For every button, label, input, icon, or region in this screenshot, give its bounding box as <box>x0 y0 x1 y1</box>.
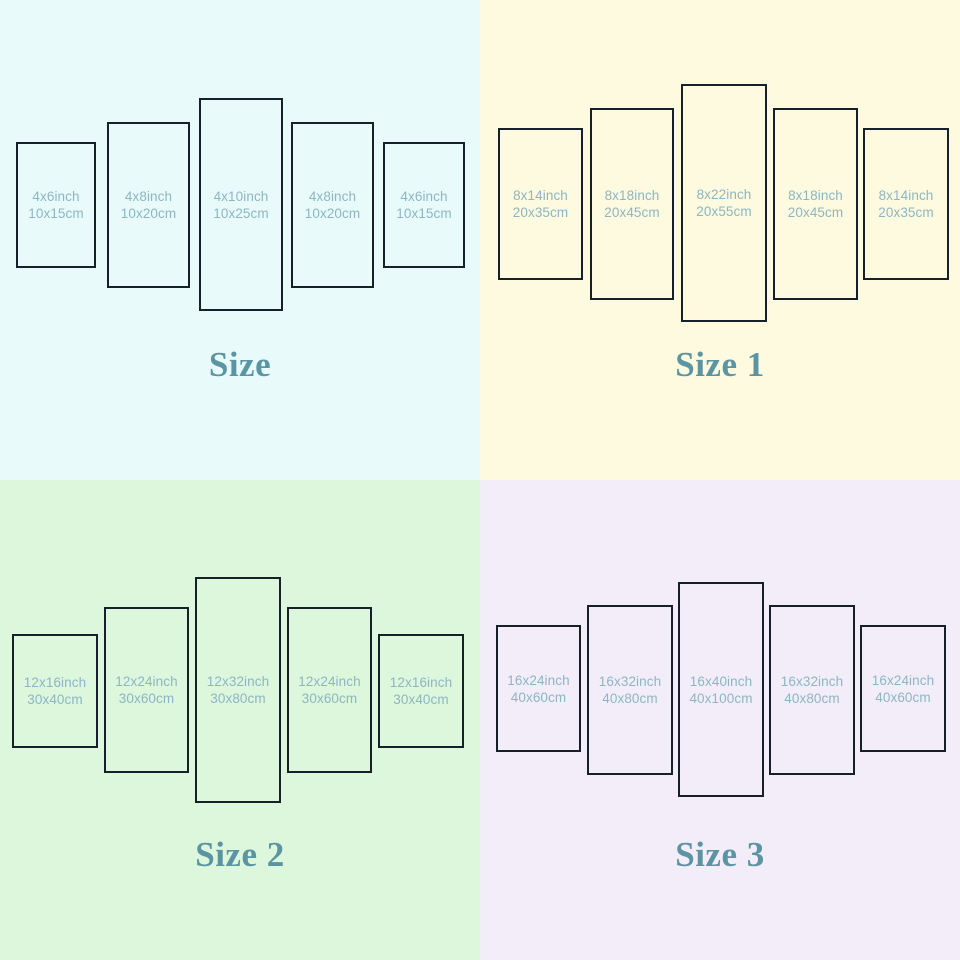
panel-size-cm: 40x80cm <box>784 691 840 706</box>
panel-size-inch: 8x14inch <box>513 188 568 203</box>
panel-size-cm: 10x15cm <box>396 206 452 221</box>
panel-size-label: 8x14inch 20x35cm <box>878 187 933 221</box>
panel-size-cm: 30x40cm <box>393 692 449 707</box>
panel-size-inch: 16x24inch <box>871 672 935 688</box>
quadrant-title-size-2: Size 2 <box>195 835 285 874</box>
quadrant-size-1: 8x14inch 20x35cm 8x18inch 20x45cm 8x22inch 20… <box>480 0 960 480</box>
canvas-panel[interactable]: 8x22inch 20x55cm <box>681 84 767 322</box>
panel-size-cm: 40x100cm <box>689 690 753 706</box>
panel-group-size-1: 8x14inch 20x35cm 8x18inch 20x45cm 8x22inch 20… <box>480 0 960 480</box>
panel-size-cm: 20x55cm <box>696 204 752 219</box>
panel-size-cm: 20x35cm <box>512 205 569 220</box>
canvas-panel[interactable]: 12x24inch 30x60cm <box>287 607 372 773</box>
panel-size-inch: 4x8inch <box>308 189 357 204</box>
panel-size-cm: 20x45cm <box>787 205 844 220</box>
panel-size-label: 8x22inch 20x55cm <box>696 186 751 220</box>
panel-size-inch: 8x22inch <box>696 187 752 202</box>
quadrant-title-size-3: Size 3 <box>675 835 765 874</box>
canvas-panel[interactable]: 8x14inch 20x35cm <box>863 128 949 280</box>
panel-size-label: 8x18inch 20x45cm <box>604 187 659 221</box>
panel-size-inch: 12x16inch <box>389 675 453 690</box>
panel-size-cm: 10x25cm <box>213 205 269 221</box>
panel-size-label: 4x6inch 10x15cm <box>396 188 451 222</box>
panel-size-inch: 16x40inch <box>689 673 753 689</box>
panel-size-label: 12x16inch 30x40cm <box>24 674 86 708</box>
panel-size-inch: 8x18inch <box>788 188 843 203</box>
canvas-panel[interactable]: 4x8inch 10x20cm <box>107 122 190 288</box>
canvas-panel[interactable]: 16x32inch 40x80cm <box>769 605 855 775</box>
panel-size-label: 12x24inch 30x60cm <box>298 673 360 707</box>
panel-size-label: 4x8inch 10x20cm <box>121 188 176 222</box>
panel-size-label: 4x6inch 10x15cm <box>28 188 83 222</box>
canvas-panel[interactable]: 12x16inch 30x40cm <box>12 634 98 748</box>
panel-size-cm: 40x80cm <box>602 691 658 706</box>
panel-size-cm: 20x45cm <box>604 205 660 220</box>
panel-size-label: 12x16inch 30x40cm <box>390 674 452 708</box>
panel-size-label: 16x32inch 40x80cm <box>781 673 843 707</box>
panel-group-size-2: 12x16inch 30x40cm 12x24inch 30x60cm 12x32inc… <box>0 480 480 960</box>
panel-size-inch: 4x8inch <box>124 189 173 204</box>
canvas-panel[interactable]: 4x8inch 10x20cm <box>291 122 374 288</box>
panel-size-inch: 12x24inch <box>298 674 361 689</box>
panel-size-inch: 12x32inch <box>206 674 270 689</box>
panel-size-inch: 4x10inch <box>213 188 269 204</box>
panel-size-inch: 4x6inch <box>400 189 448 204</box>
panel-size-cm: 10x20cm <box>304 206 361 221</box>
panel-size-label: 8x18inch 20x45cm <box>788 187 843 221</box>
panel-size-inch: 16x24inch <box>507 672 570 688</box>
panel-size-inch: 4x6inch <box>32 189 80 204</box>
panel-size-cm: 40x60cm <box>510 689 567 705</box>
panel-size-label: 4x8inch 10x20cm <box>305 188 360 222</box>
panel-size-cm: 30x80cm <box>210 691 266 706</box>
canvas-panel[interactable]: 8x18inch 20x45cm <box>773 108 858 300</box>
canvas-panel[interactable]: 8x14inch 20x35cm <box>498 128 583 280</box>
panel-size-cm: 30x60cm <box>301 691 358 706</box>
panel-size-cm: 40x60cm <box>875 689 931 705</box>
panel-size-cm: 20x35cm <box>878 205 934 220</box>
canvas-panel[interactable]: 12x16inch 30x40cm <box>378 634 464 748</box>
quadrant-size-2: 12x16inch 30x40cm 12x24inch 30x60cm 12x32inc… <box>0 480 480 960</box>
canvas-panel[interactable]: 4x6inch 10x15cm <box>383 142 465 268</box>
panel-size-label: 8x14inch 20x35cm <box>513 187 568 221</box>
panel-size-label: 12x24inch 30x60cm <box>115 673 177 707</box>
panel-size-cm: 30x40cm <box>27 692 83 707</box>
canvas-panel[interactable]: 8x18inch 20x45cm <box>590 108 674 300</box>
panel-size-label: 16x32inch 40x80cm <box>599 673 661 707</box>
panel-size-inch: 12x16inch <box>23 675 87 690</box>
panel-size-cm: 10x20cm <box>120 206 177 221</box>
panel-size-inch: 8x14inch <box>878 188 934 203</box>
panel-size-inch: 12x24inch <box>115 674 178 689</box>
panel-size-inch: 8x18inch <box>604 188 660 203</box>
panel-size-cm: 30x60cm <box>118 691 175 706</box>
quadrant-title-size-0: Size <box>208 345 272 384</box>
canvas-panel[interactable]: 12x32inch 30x80cm <box>195 577 281 803</box>
canvas-panel[interactable]: 16x32inch 40x80cm <box>587 605 673 775</box>
panel-size-cm: 10x15cm <box>28 206 84 221</box>
panel-size-inch: 16x32inch <box>598 674 662 689</box>
quadrant-title-size-1: Size 1 <box>675 345 765 384</box>
canvas-panel[interactable]: 12x24inch 30x60cm <box>104 607 189 773</box>
panel-size-inch: 16x32inch <box>780 674 844 689</box>
panel-size-label: 12x32inch 30x80cm <box>207 673 269 707</box>
canvas-panel[interactable]: 4x6inch 10x15cm <box>16 142 96 268</box>
